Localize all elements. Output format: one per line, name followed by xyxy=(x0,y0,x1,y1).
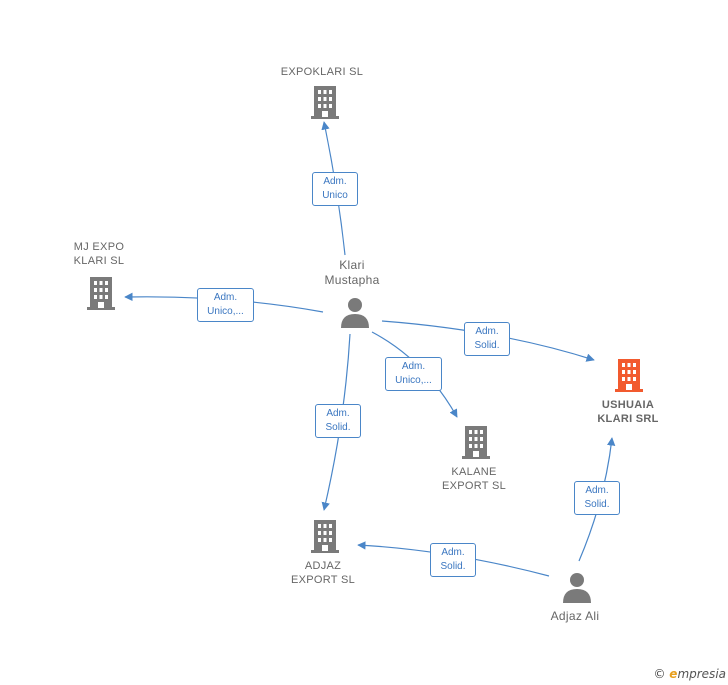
node-label-kalane: KALANE EXPORT SL xyxy=(441,466,507,492)
building-icon[interactable] xyxy=(309,84,341,120)
building-icon[interactable] xyxy=(85,275,117,311)
person-icon[interactable] xyxy=(561,571,593,605)
edge-label-adjazali-adjazexport[interactable]: Adm. Solid. xyxy=(430,543,476,577)
edge-label-klari-mjexpo[interactable]: Adm. Unico,... xyxy=(197,288,254,322)
edge-label-adjazali-ushuaia[interactable]: Adm. Solid. xyxy=(574,481,620,515)
edge-label-klari-adjazexport[interactable]: Adm. Solid. xyxy=(315,404,361,438)
building-icon[interactable] xyxy=(309,518,341,554)
node-label-adjazali: Adjaz Ali xyxy=(550,609,600,623)
node-label-expoklari: EXPOKLARI SL xyxy=(280,66,364,78)
edge-label-klari-ushuaia[interactable]: Adm. Solid. xyxy=(464,322,510,356)
footer-watermark: © empresia xyxy=(653,667,726,681)
edge-label-klari-kalane[interactable]: Adm. Unico,... xyxy=(385,357,442,391)
node-label-mjexpo: MJ EXPO KLARI SL xyxy=(73,241,125,267)
edge-label-klari-expoklari[interactable]: Adm. Unico xyxy=(312,172,358,206)
person-icon[interactable] xyxy=(339,296,371,330)
building-icon[interactable] xyxy=(460,424,492,460)
brand-logo: empresia xyxy=(669,667,726,681)
building-icon[interactable] xyxy=(613,357,645,393)
node-label-klari: Klari Mustapha xyxy=(324,258,380,287)
node-label-adjazexport: ADJAZ EXPORT SL xyxy=(290,560,356,586)
copyright-icon: © xyxy=(653,667,666,681)
node-label-ushuaia: USHUAIA KLARI SRL xyxy=(597,399,659,425)
